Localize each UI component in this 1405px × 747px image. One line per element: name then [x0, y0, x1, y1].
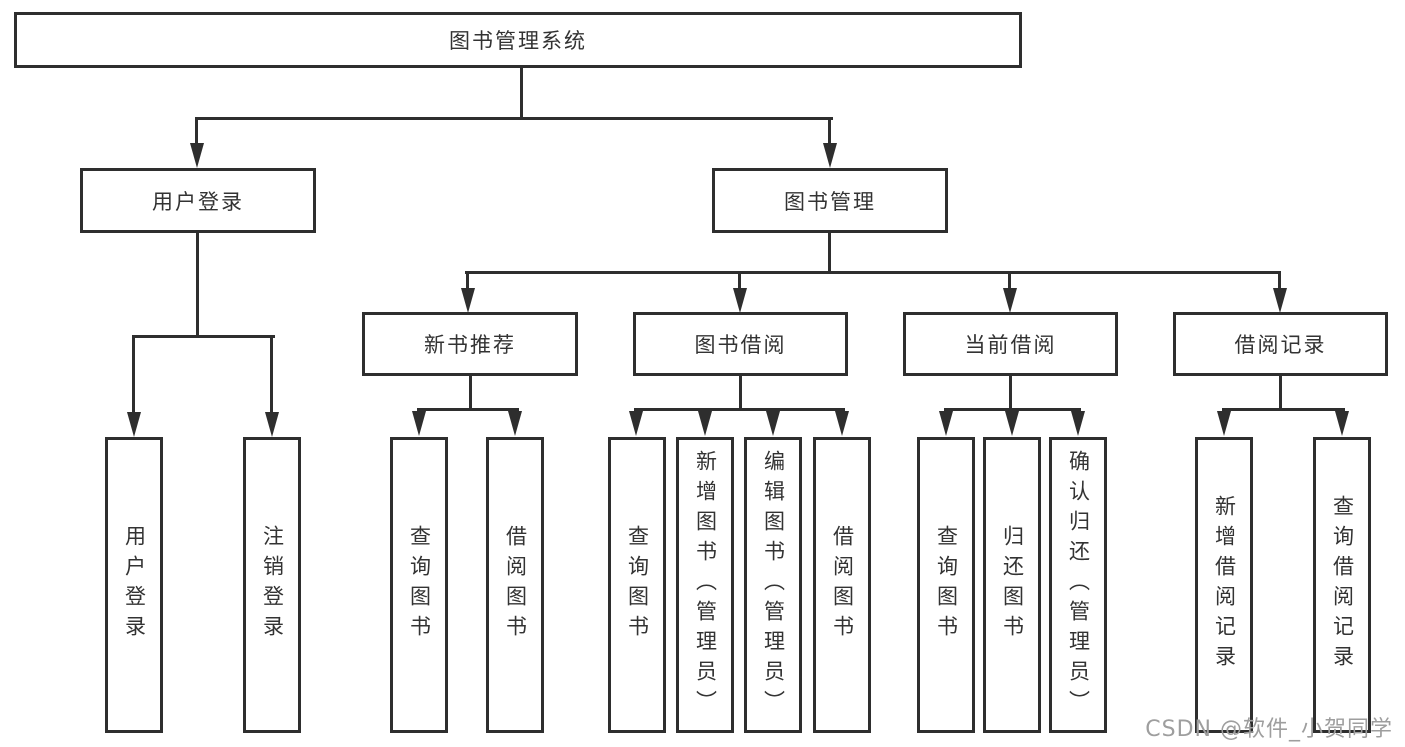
leaf-borrow-borrow-books: 借阅图书 — [813, 437, 871, 733]
connector-vline — [1279, 375, 1282, 408]
node-root-library-system: 图书管理系统 — [14, 12, 1022, 68]
connector-hline — [195, 117, 833, 120]
arrowhead-down-icon — [733, 288, 747, 313]
arrowhead-down-icon — [629, 411, 643, 436]
leaf-records-add-record: 新增借阅记录 — [1195, 437, 1253, 733]
connector-vline — [1278, 271, 1281, 288]
connector-vline — [739, 375, 742, 408]
arrowhead-down-icon — [1071, 411, 1085, 436]
connector-vline — [828, 233, 831, 271]
connector-vline — [196, 233, 199, 335]
node-book-borrow: 图书借阅 — [633, 312, 848, 376]
connector-vline — [469, 375, 472, 408]
leaf-recommend-borrow-books: 借阅图书 — [486, 437, 544, 733]
arrowhead-down-icon — [461, 288, 475, 313]
connector-vline — [738, 271, 741, 288]
leaf-recommend-query-books: 查询图书 — [390, 437, 448, 733]
connector-vline — [270, 335, 273, 412]
node-current-borrow: 当前借阅 — [903, 312, 1118, 376]
connector-vline — [132, 335, 135, 412]
connector-hline — [465, 271, 1281, 274]
arrowhead-down-icon — [939, 411, 953, 436]
connector-vline — [466, 271, 469, 288]
arrowhead-down-icon — [1273, 288, 1287, 313]
connector-vline — [520, 67, 523, 117]
connector-hline — [1222, 408, 1345, 411]
leaf-current-confirm-return-admin: 确认归还（管理员） — [1049, 437, 1107, 733]
leaf-borrow-edit-book-admin: 编辑图书（管理员） — [744, 437, 802, 733]
leaf-current-return-books: 归还图书 — [983, 437, 1041, 733]
connector-hline — [944, 408, 1081, 411]
connector-hline — [132, 335, 275, 338]
arrowhead-down-icon — [1217, 411, 1231, 436]
node-book-management-branch: 图书管理 — [712, 168, 948, 233]
leaf-borrow-query-books: 查询图书 — [608, 437, 666, 733]
arrowhead-down-icon — [1335, 411, 1349, 436]
arrowhead-down-icon — [766, 411, 780, 436]
leaf-current-query-books: 查询图书 — [917, 437, 975, 733]
arrowhead-down-icon — [412, 411, 426, 436]
node-user-login-branch: 用户登录 — [80, 168, 316, 233]
arrowhead-down-icon — [190, 143, 204, 168]
leaf-user-login: 用户登录 — [105, 437, 163, 733]
leaf-records-query-record: 查询借阅记录 — [1313, 437, 1371, 733]
arrowhead-down-icon — [1005, 411, 1019, 436]
arrowhead-down-icon — [823, 143, 837, 168]
leaf-logout: 注销登录 — [243, 437, 301, 733]
node-borrow-records: 借阅记录 — [1173, 312, 1388, 376]
connector-vline — [828, 117, 831, 143]
arrowhead-down-icon — [698, 411, 712, 436]
arrowhead-down-icon — [835, 411, 849, 436]
arrowhead-down-icon — [508, 411, 522, 436]
leaf-borrow-add-book-admin: 新增图书（管理员） — [676, 437, 734, 733]
node-new-book-recommend: 新书推荐 — [362, 312, 578, 376]
connector-vline — [1009, 375, 1012, 408]
csdn-watermark: CSDN @软件_小贺同学 — [1145, 717, 1393, 742]
connector-vline — [195, 117, 198, 143]
arrowhead-down-icon — [1003, 288, 1017, 313]
connector-vline — [1008, 271, 1011, 288]
arrowhead-down-icon — [127, 412, 141, 437]
connector-hline — [634, 408, 845, 411]
connector-hline — [417, 408, 519, 411]
arrowhead-down-icon — [265, 412, 279, 437]
